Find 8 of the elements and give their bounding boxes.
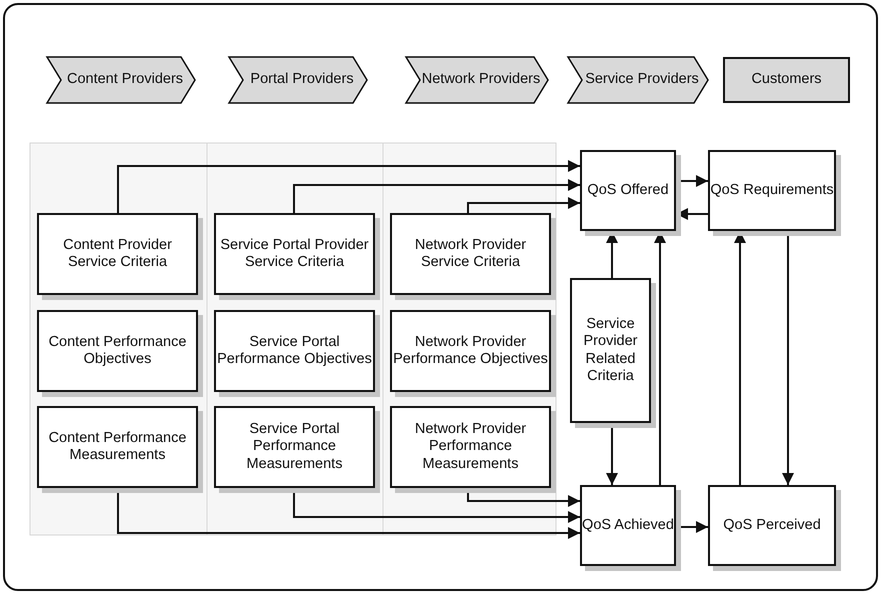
- stage-label: Network Providers: [406, 57, 548, 103]
- arrow: [467, 197, 580, 213]
- stage-label: Content Providers: [47, 57, 195, 103]
- arrow: [117, 160, 580, 213]
- header-box: Customers: [723, 57, 850, 103]
- stage-label: Portal Providers: [229, 57, 367, 103]
- arrow: [293, 179, 580, 213]
- stage-label: Service Providers: [568, 57, 708, 103]
